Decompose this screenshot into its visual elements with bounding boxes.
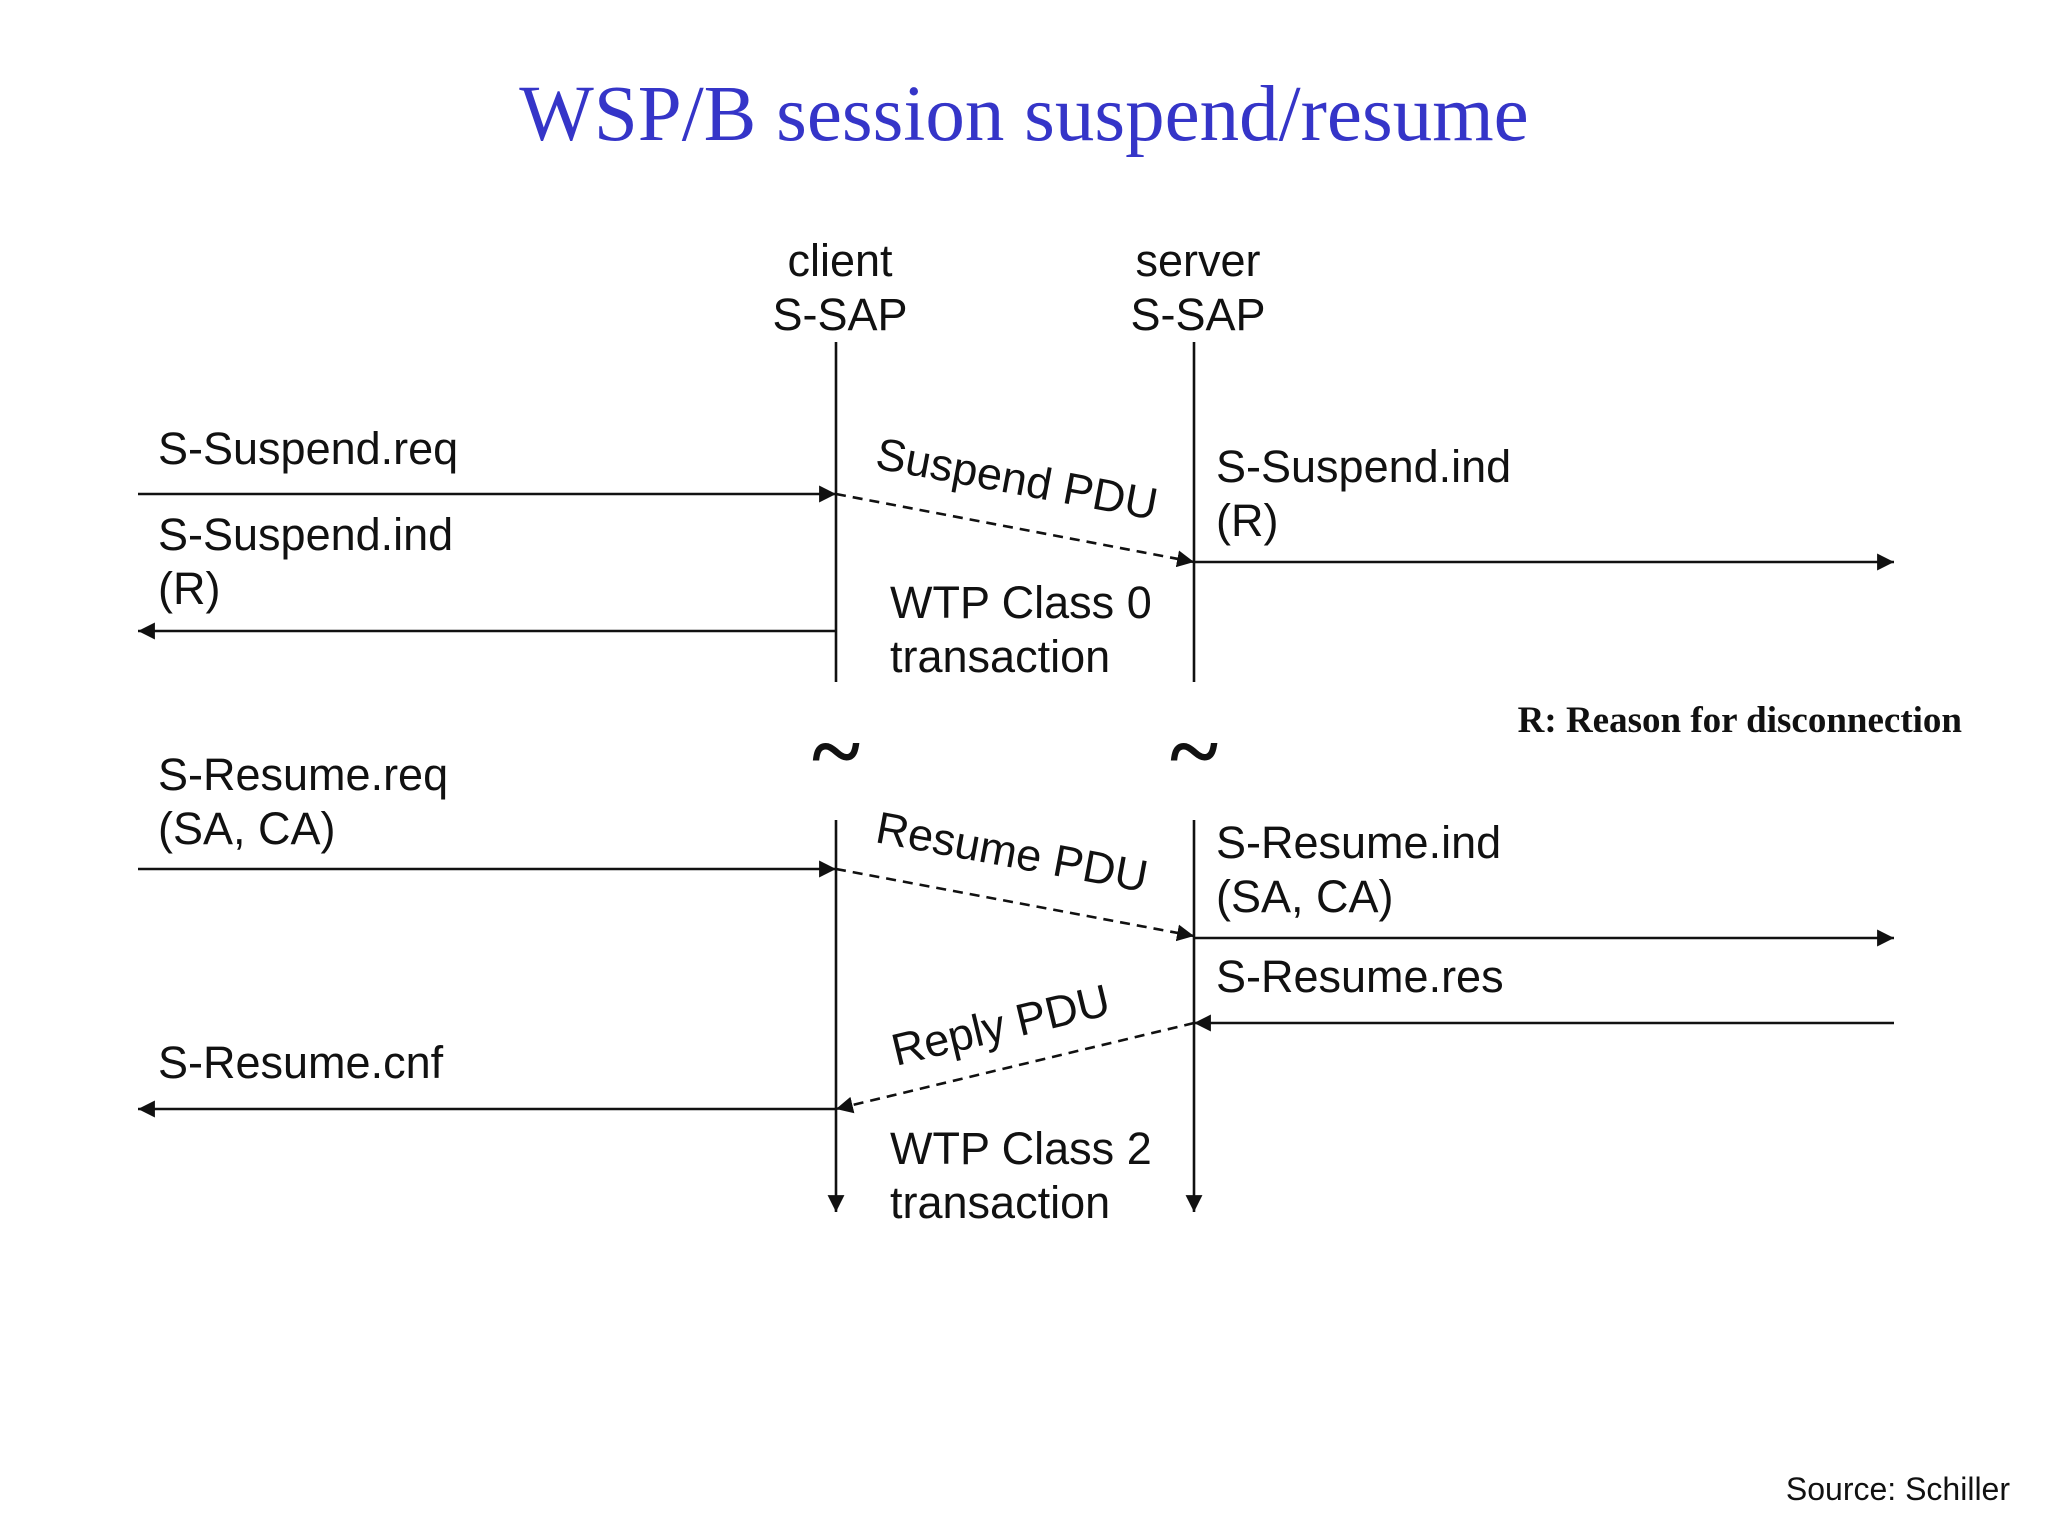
server-suspend-ind-label: S-Suspend.ind	[1216, 441, 1511, 492]
resume-req-params: (SA, CA)	[158, 803, 336, 854]
resume-req-label: S-Resume.req	[158, 749, 448, 800]
reply-pdu-label: Reply PDU	[886, 974, 1114, 1076]
wtp-class2-sublabel: transaction	[890, 1177, 1110, 1228]
suspend-pdu-label: Suspend PDU	[872, 428, 1162, 530]
page-title: WSP/B session suspend/resume	[519, 71, 1528, 158]
client-suspend-ind-reason: (R)	[158, 563, 220, 614]
client-entity-label: client	[787, 235, 893, 286]
resume-pdu-arrow	[835, 867, 1195, 942]
resume-ind-params: (SA, CA)	[1216, 871, 1394, 922]
server-entity-sublabel: S-SAP	[1130, 289, 1265, 340]
reason-note: R: Reason for disconnection	[1518, 700, 1963, 741]
resume-ind-label: S-Resume.ind	[1216, 817, 1501, 868]
server-suspend-ind-reason: (R)	[1216, 495, 1278, 546]
wtp-class2-label: WTP Class 2	[890, 1123, 1152, 1174]
wtp-class0-label: WTP Class 0	[890, 577, 1152, 628]
resume-res-label: S-Resume.res	[1216, 951, 1504, 1002]
suspend-req-label: S-Suspend.req	[158, 423, 458, 474]
server-entity-label: server	[1135, 235, 1260, 286]
wtp-class0-sublabel: transaction	[890, 631, 1110, 682]
resume-cnf-label: S-Resume.cnf	[158, 1037, 444, 1088]
source-credit: Source: Schiller	[1786, 1471, 2010, 1507]
client-entity-sublabel: S-SAP	[772, 289, 907, 340]
client-suspend-ind-label: S-Suspend.ind	[158, 509, 453, 560]
resume-pdu-label: Resume PDU	[872, 802, 1152, 902]
server-break-symbol: ~	[1170, 700, 1218, 802]
reply-pdu-arrow	[835, 1021, 1195, 1114]
suspend-pdu-arrow	[835, 492, 1195, 568]
client-break-symbol: ~	[812, 700, 860, 802]
